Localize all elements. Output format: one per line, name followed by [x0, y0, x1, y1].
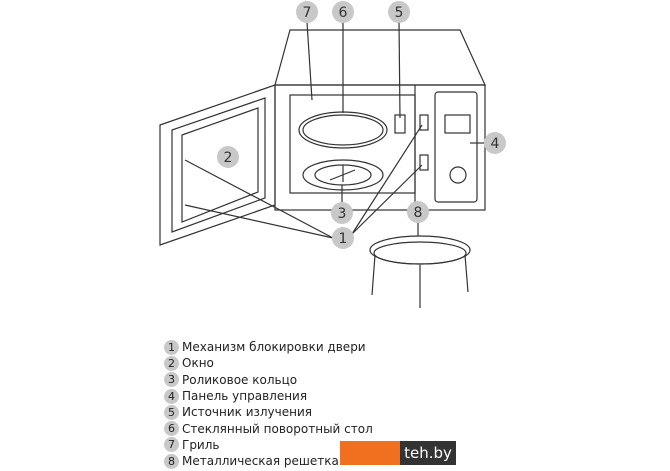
legend-label: Механизм блокировки двери	[182, 340, 366, 355]
teh-by-logo: teh.by	[340, 441, 456, 465]
leader-lines	[184, 21, 484, 239]
legend-label: Панель управления	[182, 389, 308, 404]
svg-text:3: 3	[338, 206, 347, 222]
marker-5: 5	[388, 1, 410, 23]
svg-text:5: 5	[395, 5, 404, 21]
legend-label: Окно	[182, 356, 214, 371]
marker-1: 1	[332, 227, 354, 249]
marker-8: 8	[407, 201, 429, 223]
legend-number: 6	[164, 421, 179, 437]
legend-number: 8	[164, 453, 179, 469]
legend-label: Роликовое кольцо	[182, 372, 298, 387]
legend-number: 7	[164, 437, 179, 453]
logo-orange-bar	[340, 441, 400, 465]
legend-label: Металлическая решетка	[182, 454, 339, 469]
legend-label: Источник излучения	[182, 405, 312, 420]
legend-number: 4	[164, 388, 179, 404]
svg-text:1: 1	[339, 231, 348, 247]
marker-7: 7	[296, 1, 318, 23]
marker-6: 6	[332, 1, 354, 23]
legend-number: 1	[164, 339, 179, 355]
svg-text:6: 6	[339, 5, 348, 21]
legend-label: Стеклянный поворотный стол	[182, 421, 373, 436]
logo-text: teh.by	[400, 441, 456, 465]
marker-2: 2	[217, 146, 239, 168]
door	[159, 84, 276, 246]
svg-text:8: 8	[414, 205, 423, 221]
marker-3: 3	[331, 202, 353, 224]
svg-text:2: 2	[224, 150, 233, 166]
legend-number: 3	[164, 372, 179, 388]
legend-number: 5	[164, 404, 179, 420]
marker-4: 4	[484, 132, 506, 154]
svg-text:7: 7	[303, 5, 312, 21]
legend-number: 2	[164, 355, 179, 371]
legend-label: Гриль	[182, 437, 220, 452]
microwave-body	[274, 29, 486, 211]
metal-rack	[369, 235, 471, 308]
svg-text:4: 4	[491, 136, 500, 152]
